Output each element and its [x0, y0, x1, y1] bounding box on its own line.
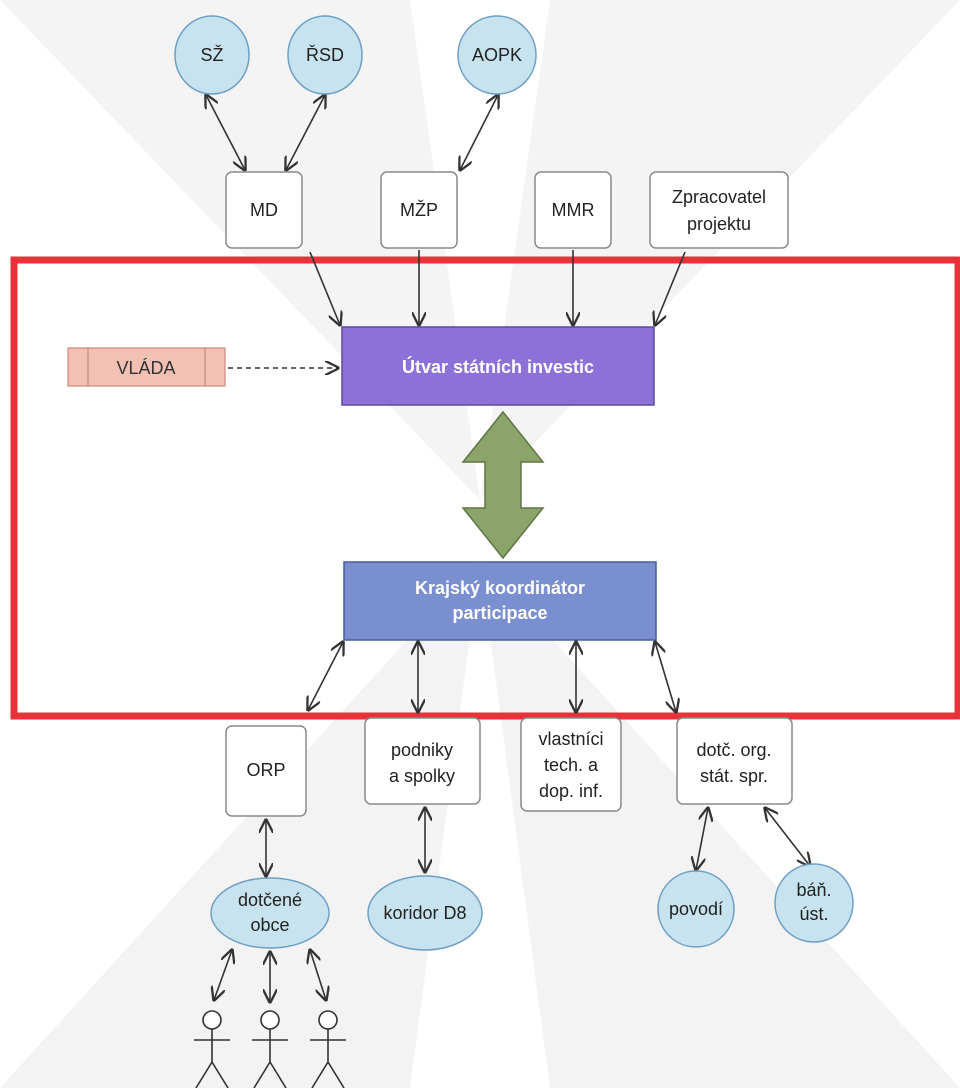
citizen-figure-2	[252, 1010, 288, 1088]
box-podniky-line1: podniky	[391, 740, 453, 760]
connector-rsd-md	[286, 95, 325, 170]
big-double-arrow	[461, 410, 545, 560]
citizen-figure-1	[194, 1010, 230, 1088]
ellipse-banske-line1: báň.	[796, 880, 831, 900]
box-koordinator-line2: participace	[452, 603, 547, 623]
box-koordinator-line1: Krajský koordinátor	[415, 578, 585, 598]
box-vlastnici-line3: dop. inf.	[539, 781, 603, 801]
box-vlastnici-line2: tech. a	[544, 755, 599, 775]
box-orp-label: ORP	[246, 760, 285, 780]
box-utvar: Útvar státních investic	[341, 326, 655, 406]
ellipse-rsd: ŘSD	[287, 15, 363, 95]
connector-koord-dotc	[655, 642, 676, 712]
citizen-figure-3	[310, 1010, 346, 1088]
box-dotc-org-line1: dotč. org.	[696, 740, 771, 760]
box-orp: ORP	[225, 725, 307, 817]
ellipse-koridor-label: koridor D8	[383, 903, 466, 923]
connector-aopk-mzp	[460, 95, 498, 170]
ellipse-obce-line2: obce	[250, 915, 289, 935]
box-vlada: VLÁDA	[67, 347, 226, 387]
ellipse-koridor: koridor D8	[367, 875, 483, 951]
box-mmr-label: MMR	[552, 200, 595, 220]
box-utvar-label: Útvar státních investic	[402, 356, 594, 377]
box-mzp-label: MŽP	[400, 200, 438, 220]
ellipse-sz-label: SŽ	[200, 45, 223, 65]
connectors-koordinator-bottom	[308, 642, 676, 712]
box-podniky: podniky a spolky	[364, 717, 481, 805]
box-vlada-label: VLÁDA	[116, 358, 175, 378]
connector-koord-orp	[308, 642, 343, 710]
ellipse-banske-line2: úst.	[799, 904, 828, 924]
box-md: MD	[225, 171, 303, 249]
box-vlastnici-line1: vlastníci	[538, 729, 603, 749]
box-podniky-line2: a spolky	[389, 766, 455, 786]
connector-dotc-povodi	[696, 808, 708, 870]
box-mmr: MMR	[534, 171, 612, 249]
connector-dotc-banske	[765, 808, 810, 866]
connectors-obce-citizens	[214, 950, 326, 1002]
connector-zpracovatel-utvar	[655, 251, 686, 325]
ellipse-rsd-label: ŘSD	[306, 45, 344, 65]
ellipse-sz: SŽ	[174, 15, 250, 95]
box-zpracovatel: Zpracovatel projektu	[649, 171, 789, 249]
connector-obce-citizen-1	[214, 950, 232, 1000]
box-md-label: MD	[250, 200, 278, 220]
box-vlastnici: vlastníci tech. a dop. inf.	[520, 717, 622, 812]
connector-sz-md	[206, 95, 245, 170]
box-koordinator: Krajský koordinátor participace	[343, 561, 657, 641]
box-mzp: MŽP	[380, 171, 458, 249]
connectors-top	[206, 95, 498, 170]
red-frame	[10, 256, 960, 720]
ellipse-aopk-label: AOPK	[472, 45, 522, 65]
ellipse-obce: dotčené obce	[210, 877, 330, 949]
box-dotc-org-line2: stát. spr.	[700, 766, 768, 786]
connectors-bottom	[266, 808, 810, 876]
connector-obce-citizen-3	[310, 950, 326, 1000]
box-zpracovatel-line2: projektu	[687, 214, 751, 234]
ellipse-aopk: AOPK	[457, 15, 537, 95]
ellipse-banske: báň. úst.	[774, 863, 854, 943]
connector-md-utvar	[309, 251, 340, 325]
box-dotc-org: dotč. org. stát. spr.	[676, 717, 793, 805]
ellipse-povodi-label: povodí	[669, 899, 723, 919]
box-zpracovatel-line1: Zpracovatel	[672, 187, 766, 207]
ellipse-povodi: povodí	[657, 870, 735, 948]
ellipse-obce-line1: dotčené	[238, 890, 302, 910]
connectors-ministries-utvar	[309, 250, 686, 325]
